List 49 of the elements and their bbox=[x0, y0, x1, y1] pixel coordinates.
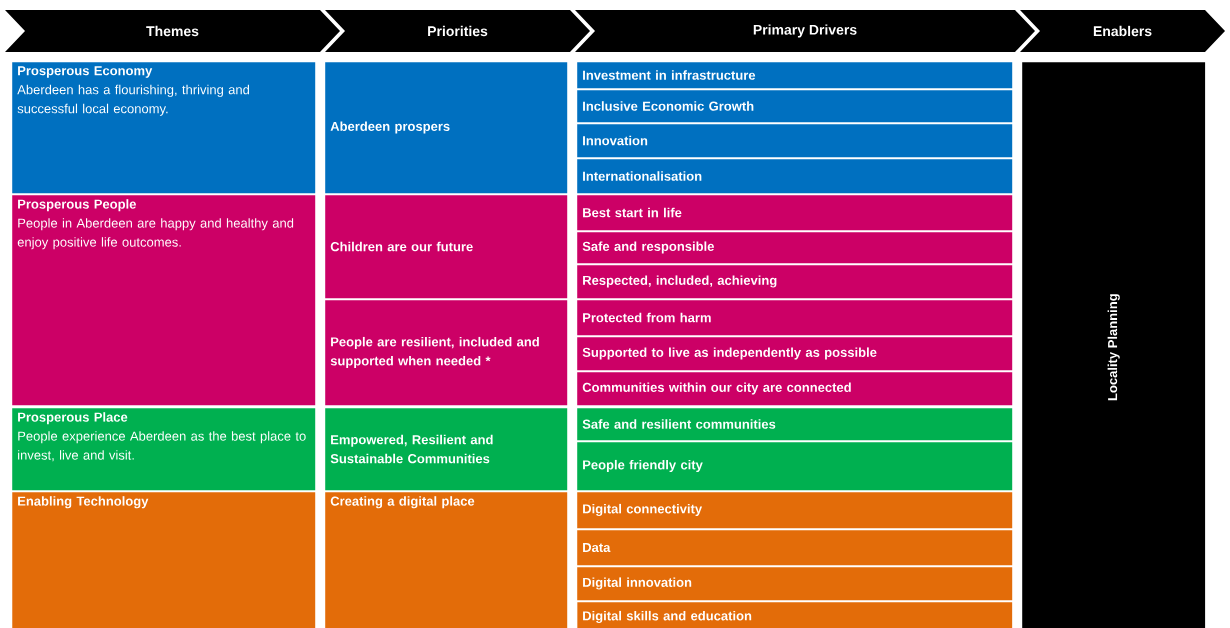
node-label: Investment in infrastructure bbox=[583, 70, 756, 80]
driver-box: Digital connectivity bbox=[577, 492, 1013, 529]
node-label: Internationalisation bbox=[583, 171, 702, 181]
driver-box: People friendly city bbox=[577, 442, 1013, 491]
node-label: Protected from harm bbox=[583, 312, 711, 323]
theme-box: Prosperous Economy Aberdeen has a flourishing, thriving and successful local economy. bbox=[12, 62, 316, 194]
node-label: Digital innovation bbox=[583, 577, 692, 590]
node-label: Respected, included, achieving bbox=[583, 275, 777, 288]
driver-box: Safe and responsible bbox=[577, 232, 1013, 264]
node-label: Innovation bbox=[583, 135, 648, 146]
node-label: Primary Drivers bbox=[753, 24, 857, 38]
priority-box: Empowered, Resilient and Sustainable Communities bbox=[325, 408, 568, 491]
node-label: Themes bbox=[146, 25, 199, 37]
enabler-box: Locality Planning bbox=[1022, 62, 1206, 628]
node-label: Inclusive Economic Growth bbox=[583, 101, 754, 111]
node-label: Safe and responsible bbox=[582, 241, 714, 254]
theme-box: Enabling Technology bbox=[12, 492, 316, 628]
driver-box: Innovation bbox=[577, 124, 1013, 158]
node-label: Best start in life bbox=[583, 207, 682, 218]
priority-box: Aberdeen prospers bbox=[325, 62, 568, 194]
driver-box: Digital innovation bbox=[577, 567, 1013, 601]
driver-box: Protected from harm bbox=[577, 300, 1013, 336]
driver-box: Best start in life bbox=[577, 195, 1013, 231]
node-label: People friendly city bbox=[583, 459, 703, 473]
chevron-header: Primary Drivers bbox=[575, 10, 1035, 52]
driver-box: Safe and resilient communities bbox=[577, 408, 1013, 441]
driver-box: Internationalisation bbox=[577, 159, 1013, 194]
driver-box: Inclusive Economic Growth bbox=[577, 90, 1013, 123]
driver-box: Data bbox=[577, 530, 1013, 566]
priority-box: Creating a digital place bbox=[325, 492, 568, 628]
priority-box: Children are our future bbox=[325, 195, 568, 299]
node-label: Enablers bbox=[1093, 25, 1152, 37]
node-label: Children are our future bbox=[330, 241, 473, 252]
node-label: Safe and resilient communities bbox=[582, 419, 776, 429]
node-label: Communities within our city are connected bbox=[582, 382, 851, 395]
driver-box: Communities within our city are connected bbox=[577, 372, 1013, 406]
theme-box: Prosperous Place People experience Aberdeen as the best place to invest, live and visit. bbox=[12, 408, 316, 491]
driver-box: Investment in infrastructure bbox=[577, 62, 1013, 89]
driver-box: Digital skills and education bbox=[577, 602, 1013, 628]
theme-box: Prosperous People People in Aberdeen are happy and healthy and enjoy positive life outcomes. bbox=[12, 195, 316, 406]
driver-box: Supported to live as independently as possible bbox=[577, 337, 1013, 371]
node-label: Digital skills and education bbox=[583, 610, 752, 624]
node-label: Digital connectivity bbox=[583, 503, 703, 517]
node-label: Data bbox=[583, 542, 611, 553]
node-label: Priorities bbox=[428, 25, 488, 37]
priority-box: People are resilient, included and supported when needed * bbox=[325, 300, 568, 406]
node-label: People are resilient, included and supported when needed * bbox=[330, 336, 539, 369]
node-label: Supported to live as independently as possible bbox=[582, 347, 877, 360]
driver-box: Respected, included, achieving bbox=[577, 265, 1013, 299]
